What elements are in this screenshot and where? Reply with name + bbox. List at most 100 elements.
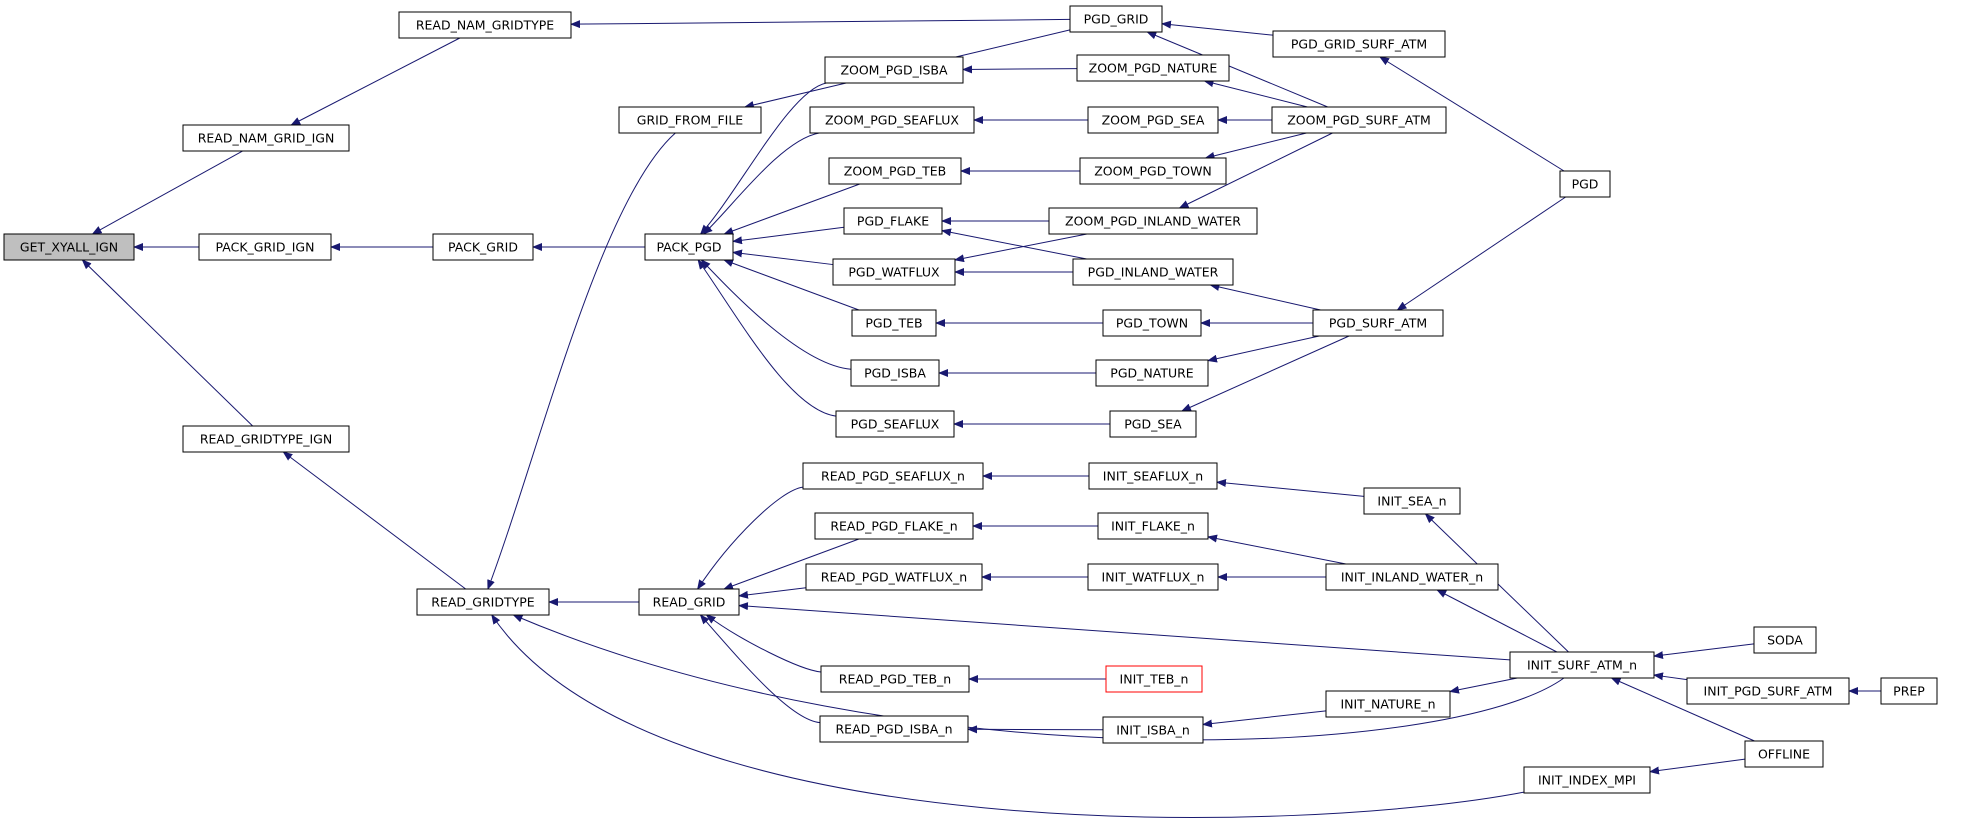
node-init-index-mpi[interactable]: INIT_INDEX_MPI bbox=[1523, 766, 1651, 794]
node-label: PGD_INLAND_WATER bbox=[1088, 265, 1219, 280]
node-box bbox=[1079, 157, 1227, 185]
node-read-pgd-isba-n[interactable]: READ_PGD_ISBA_n bbox=[819, 715, 969, 743]
edge-pgd_grid-to-read_nam_gridtype bbox=[570, 18, 1071, 29]
node-box bbox=[1686, 677, 1850, 705]
node-init-flake-n[interactable]: INIT_FLAKE_n bbox=[1097, 512, 1209, 540]
node-read-grid[interactable]: READ_GRID bbox=[638, 588, 740, 616]
node-prep[interactable]: PREP bbox=[1880, 677, 1938, 705]
node-read-pgd-flake-n[interactable]: READ_PGD_FLAKE_n bbox=[814, 512, 974, 540]
node-zoom-pgd-town[interactable]: ZOOM_PGD_TOWN bbox=[1079, 157, 1227, 185]
node-pgd-isba[interactable]: PGD_ISBA bbox=[850, 359, 940, 387]
node-label: PGD_SEA bbox=[1124, 417, 1182, 432]
node-offline[interactable]: OFFLINE bbox=[1744, 740, 1824, 768]
node-init-nature-n[interactable]: INIT_NATURE_n bbox=[1325, 690, 1451, 718]
node-pgd-sea[interactable]: PGD_SEA bbox=[1109, 410, 1197, 438]
node-init-isba-n[interactable]: INIT_ISBA_n bbox=[1102, 716, 1204, 744]
edge-pgd-to-pgd_surf_atm bbox=[1396, 196, 1566, 311]
node-box bbox=[1069, 5, 1163, 33]
node-box bbox=[1102, 309, 1202, 337]
node-pack-pgd[interactable]: PACK_PGD bbox=[644, 233, 734, 261]
node-box bbox=[809, 106, 975, 134]
node-init-teb-n[interactable]: INIT_TEB_n bbox=[1105, 665, 1203, 693]
node-pgd[interactable]: PGD bbox=[1559, 170, 1611, 198]
node-init-sea-n[interactable]: INIT_SEA_n bbox=[1363, 487, 1461, 515]
edge-read_pgd_flake_n-to-read_grid bbox=[723, 538, 860, 590]
node-label: GRID_FROM_FILE bbox=[637, 113, 744, 128]
edge-pgd_surf_atm-to-pgd_inland_water bbox=[1209, 283, 1321, 311]
node-read-pgd-watflux-n[interactable]: READ_PGD_WATFLUX_n bbox=[805, 563, 983, 591]
edge-read_pgd_teb_n-to-read_grid bbox=[705, 614, 822, 673]
node-pgd-grid-surf-atm[interactable]: PGD_GRID_SURF_ATM bbox=[1272, 30, 1446, 58]
node-read-pgd-seaflux-n[interactable]: READ_PGD_SEAFLUX_n bbox=[802, 462, 984, 490]
edge-read_gridtype_ign-to-get_xyall_ign bbox=[81, 259, 254, 427]
node-read-nam-gridtype[interactable]: READ_NAM_GRIDTYPE bbox=[398, 11, 572, 39]
edge-init_index_mpi-to-read_gridtype bbox=[491, 614, 1525, 818]
node-get-xyall-ign[interactable]: GET_XYALL_IGN bbox=[3, 233, 135, 261]
node-box bbox=[832, 258, 956, 286]
node-label: READ_PGD_WATFLUX_n bbox=[821, 570, 967, 585]
node-box bbox=[3, 233, 135, 261]
node-pgd-watflux[interactable]: PGD_WATFLUX bbox=[832, 258, 956, 286]
node-label: PGD_TEB bbox=[865, 316, 922, 331]
edge-zoom_pgd_isba-to-pack_pgd bbox=[699, 82, 827, 235]
node-label: PGD_SURF_ATM bbox=[1329, 316, 1427, 331]
node-pgd-flake[interactable]: PGD_FLAKE bbox=[843, 207, 943, 235]
node-box bbox=[814, 512, 974, 540]
node-box bbox=[398, 11, 572, 39]
edge-pgd_teb-to-pack_pgd bbox=[723, 259, 860, 311]
node-read-gridtype-ign[interactable]: READ_GRIDTYPE_IGN bbox=[182, 425, 350, 453]
edge-pgd_watflux-to-pack_pgd bbox=[732, 249, 834, 266]
edge-read_gridtype-to-read_gridtype_ign bbox=[282, 451, 466, 590]
node-init-watflux-n[interactable]: INIT_WATFLUX_n bbox=[1087, 563, 1219, 591]
node-pgd-surf-atm[interactable]: PGD_SURF_ATM bbox=[1312, 309, 1444, 337]
node-label: GET_XYALL_IGN bbox=[20, 240, 118, 255]
node-box bbox=[1102, 716, 1204, 744]
node-pack-grid-ign[interactable]: PACK_GRID_IGN bbox=[198, 233, 332, 261]
edge-pgd_inland_water-to-pgd_flake bbox=[941, 228, 1087, 260]
node-label: READ_PGD_SEAFLUX_n bbox=[821, 469, 965, 484]
node-pgd-inland-water[interactable]: PGD_INLAND_WATER bbox=[1072, 258, 1234, 286]
node-init-seaflux-n[interactable]: INIT_SEAFLUX_n bbox=[1088, 462, 1218, 490]
node-box bbox=[638, 588, 740, 616]
node-zoom-pgd-nature[interactable]: ZOOM_PGD_NATURE bbox=[1076, 54, 1230, 82]
node-box bbox=[432, 233, 534, 261]
node-init-inland-water-n[interactable]: INIT_INLAND_WATER_n bbox=[1325, 563, 1499, 591]
edge-zoom_pgd_nature-to-zoom_pgd_isba bbox=[962, 65, 1078, 74]
node-box bbox=[182, 124, 350, 152]
node-pgd-seaflux[interactable]: PGD_SEAFLUX bbox=[835, 410, 955, 438]
node-label: SODA bbox=[1767, 633, 1803, 648]
node-pgd-teb[interactable]: PGD_TEB bbox=[851, 309, 937, 337]
node-label: PGD_ISBA bbox=[864, 366, 926, 381]
node-box bbox=[1271, 106, 1447, 134]
edge-read_nam_grid_ign-to-get_xyall_ign bbox=[91, 150, 243, 235]
node-zoom-pgd-inland-water[interactable]: ZOOM_PGD_INLAND_WATER bbox=[1048, 207, 1258, 235]
node-grid-from-file[interactable]: GRID_FROM_FILE bbox=[618, 106, 762, 134]
node-box bbox=[1559, 170, 1611, 198]
node-label: OFFLINE bbox=[1758, 747, 1810, 762]
node-zoom-pgd-isba[interactable]: ZOOM_PGD_ISBA bbox=[824, 56, 964, 84]
node-pgd-town[interactable]: PGD_TOWN bbox=[1102, 309, 1202, 337]
edge-init_inland_water_n-to-init_flake_n bbox=[1207, 534, 1347, 565]
node-init-pgd-surf-atm[interactable]: INIT_PGD_SURF_ATM bbox=[1686, 677, 1850, 705]
node-pack-grid[interactable]: PACK_GRID bbox=[432, 233, 534, 261]
node-label: PGD_TOWN bbox=[1116, 316, 1188, 331]
node-pgd-grid[interactable]: PGD_GRID bbox=[1069, 5, 1163, 33]
node-label: READ_PGD_TEB_n bbox=[839, 672, 951, 687]
node-box bbox=[1312, 309, 1444, 337]
edge-zoom_pgd_inland_water-to-pgd_watflux bbox=[954, 233, 1088, 263]
node-pgd-nature[interactable]: PGD_NATURE bbox=[1095, 359, 1209, 387]
node-label: PGD bbox=[1572, 177, 1599, 192]
node-read-gridtype[interactable]: READ_GRIDTYPE bbox=[416, 588, 550, 616]
node-read-pgd-teb-n[interactable]: READ_PGD_TEB_n bbox=[820, 665, 970, 693]
node-label: ZOOM_PGD_ISBA bbox=[840, 63, 948, 78]
node-zoom-pgd-seaflux[interactable]: ZOOM_PGD_SEAFLUX bbox=[809, 106, 975, 134]
nodes-layer: GET_XYALL_IGN READ_NAM_GRIDTYPE READ_NAM_G… bbox=[3, 5, 1938, 794]
node-soda[interactable]: SODA bbox=[1753, 626, 1817, 654]
node-zoom-pgd-surf-atm[interactable]: ZOOM_PGD_SURF_ATM bbox=[1271, 106, 1447, 134]
edges-layer bbox=[81, 18, 1881, 818]
node-init-surf-atm-n[interactable]: INIT_SURF_ATM_n bbox=[1509, 651, 1655, 679]
node-read-nam-grid-ign[interactable]: READ_NAM_GRID_IGN bbox=[182, 124, 350, 152]
node-zoom-pgd-sea[interactable]: ZOOM_PGD_SEA bbox=[1087, 106, 1219, 134]
node-zoom-pgd-teb[interactable]: ZOOM_PGD_TEB bbox=[828, 157, 962, 185]
